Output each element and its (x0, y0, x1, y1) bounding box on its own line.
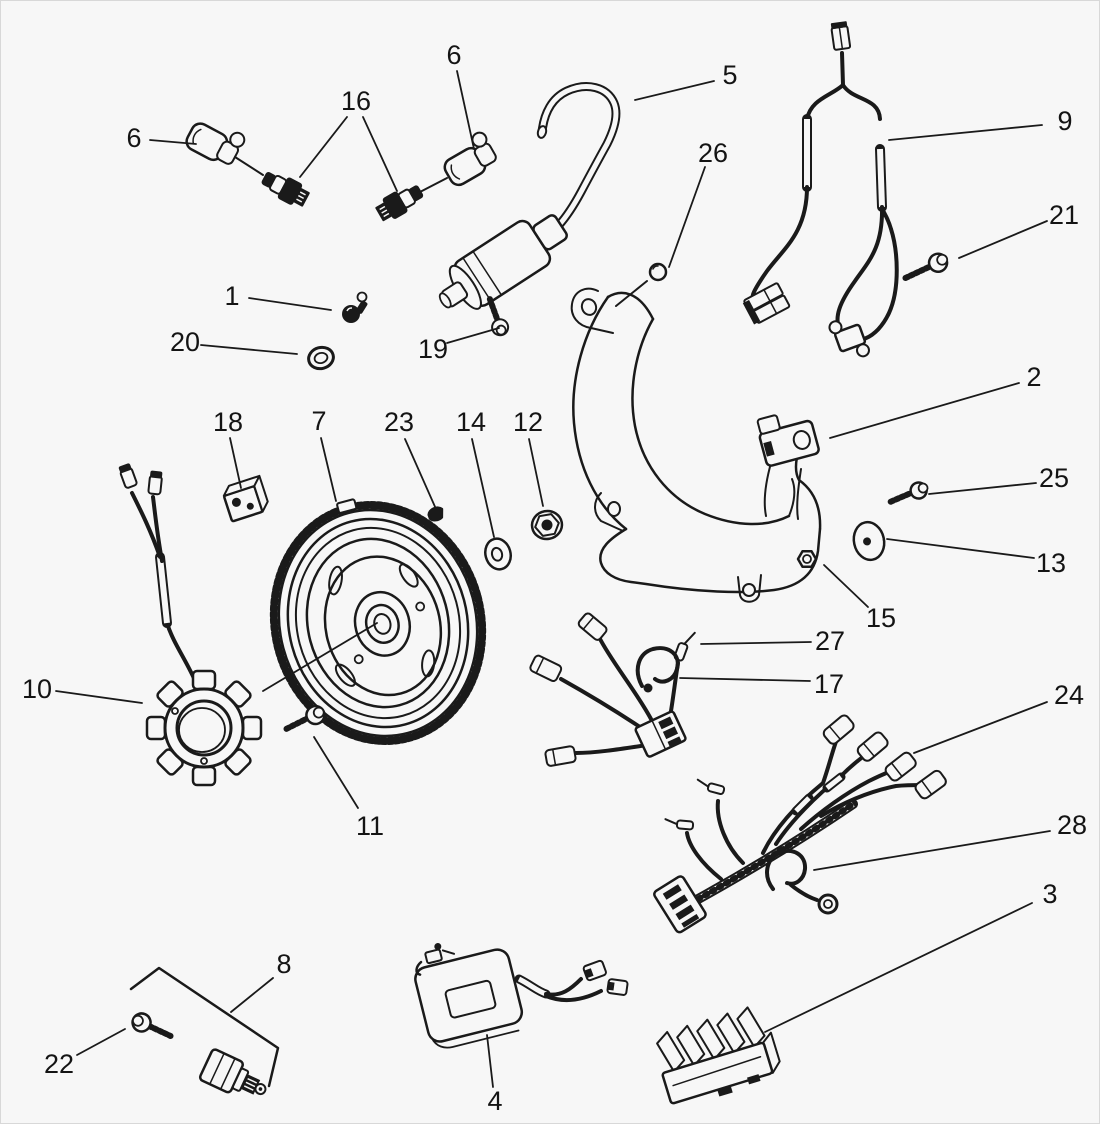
callout-24: 24 (1053, 680, 1085, 710)
cap-lead-line (417, 177, 448, 194)
callout-14: 14 (455, 407, 487, 437)
callout-12: 12 (512, 407, 544, 437)
callout-13: 13 (1035, 548, 1067, 578)
callout-16: 16 (340, 86, 372, 116)
cover-bracket-part (756, 414, 820, 467)
callout-25: 25 (1038, 463, 1070, 493)
harness-loop-clamp-part (765, 846, 839, 915)
washer-part-14 (484, 537, 512, 571)
high-tension-lead-part (536, 82, 621, 230)
callout-9: 9 (1057, 106, 1073, 136)
switch-screw-part (131, 1012, 174, 1039)
callout-10: 10 (21, 674, 53, 704)
callout-21: 21 (1048, 200, 1080, 230)
callout-7: 7 (311, 406, 327, 436)
nut-part-15 (796, 549, 818, 569)
callout-19: 19 (417, 334, 449, 364)
callout-4: 4 (487, 1086, 503, 1116)
callout-2: 2 (1026, 362, 1042, 392)
woodruff-key-part (427, 506, 444, 522)
callout-20: 20 (169, 327, 201, 357)
flywheel-nut-part (530, 509, 564, 541)
callout-28: 28 (1056, 810, 1088, 840)
cap-lead-line (234, 156, 264, 176)
callout-27: 27 (814, 626, 846, 656)
spark-plug-cap-left-part (185, 122, 246, 165)
tapping-screw-part (902, 252, 949, 281)
leader-lines (55, 70, 1051, 1088)
rubber-mount-part (222, 474, 269, 523)
assembly-bracket-lines (129, 966, 280, 1088)
callout-18: 18 (212, 407, 244, 437)
spark-plug-cap-right-part (443, 131, 497, 187)
flywheel-part (269, 498, 487, 745)
callout-15: 15 (865, 603, 897, 633)
callout-17: 17 (813, 669, 845, 699)
callout-11: 11 (355, 811, 385, 841)
stator-part (118, 463, 263, 787)
main-wiring-harness-part (653, 714, 947, 934)
callout-6-left: 6 (126, 123, 142, 153)
wire-clip-part (635, 646, 680, 688)
stator-screw-part (283, 704, 326, 732)
engine-sub-harness-part (529, 612, 696, 767)
mount-washer-part (852, 520, 886, 562)
o-ring-part (307, 345, 335, 371)
callout-1: 1 (224, 281, 240, 311)
coil-screw-part (486, 296, 510, 337)
ball-stud-part (615, 262, 668, 307)
callout-23: 23 (383, 407, 415, 437)
bolt-part-25 (887, 481, 929, 505)
callout-8: 8 (276, 949, 292, 979)
callout-6-right: 6 (446, 40, 462, 70)
fitting-part (342, 291, 368, 323)
spark-plug-b-part (375, 185, 424, 222)
callout-3: 3 (1042, 879, 1058, 909)
callout-26: 26 (697, 138, 729, 168)
callout-5: 5 (722, 60, 738, 90)
callout-22: 22 (43, 1049, 75, 1079)
spark-plug-a-part (261, 172, 310, 207)
fan-cover-part (570, 287, 822, 603)
lead-wire-harness-part (742, 21, 899, 358)
ignition-coil-part (438, 214, 568, 310)
rectifier-part (656, 1006, 781, 1105)
cdi-unit-part (414, 943, 629, 1049)
oil-pressure-switch-part (198, 1048, 267, 1096)
